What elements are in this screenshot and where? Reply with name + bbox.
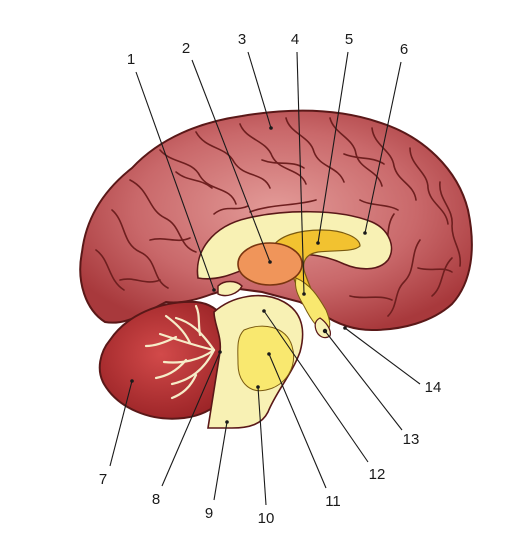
label-12: 12: [369, 466, 386, 483]
label-2: 2: [182, 40, 190, 57]
leader-dot-2: [268, 260, 272, 264]
label-5: 5: [345, 31, 353, 48]
label-10: 10: [258, 510, 275, 527]
pons: [237, 325, 294, 392]
leader-dot-12: [262, 309, 266, 313]
leader-line-11: [268, 353, 327, 489]
label-11: 11: [325, 493, 341, 510]
leader-line-4: [296, 51, 305, 295]
leader-line-1: [135, 71, 215, 291]
tectum: [217, 280, 243, 297]
label-14: 14: [425, 379, 442, 396]
leader-line-9: [213, 421, 228, 501]
leader-line-10: [257, 386, 267, 506]
leader-dot-6: [363, 231, 367, 235]
leader-line-13: [324, 330, 403, 431]
leader-line-2: [191, 59, 271, 263]
label-13: 13: [403, 431, 420, 448]
leader-dot-10: [256, 385, 260, 389]
leader-line-7: [109, 380, 133, 467]
label-1: 1: [127, 51, 135, 68]
leader-line-8: [161, 351, 221, 487]
leader-dot-1: [212, 288, 216, 292]
leader-dot-8: [218, 350, 222, 354]
leader-dot-11: [267, 352, 271, 356]
label-9: 9: [205, 505, 213, 522]
leader-dot-13: [323, 329, 327, 333]
leader-dot-4: [302, 292, 306, 296]
label-4: 4: [291, 31, 299, 48]
leader-line-6: [364, 61, 402, 234]
label-3: 3: [238, 31, 246, 48]
leader-dot-9: [225, 420, 229, 424]
label-8: 8: [152, 491, 160, 508]
label-6: 6: [400, 41, 408, 58]
leader-dot-14: [343, 326, 347, 330]
leader-line-14: [344, 327, 421, 385]
leader-dot-5: [316, 241, 320, 245]
leader-line-12: [263, 310, 369, 463]
leader-dot-3: [269, 126, 273, 130]
thalamus: [237, 242, 303, 286]
leader-line-5: [317, 51, 349, 244]
label-7: 7: [99, 471, 107, 488]
arbor-vitae: [144, 304, 216, 400]
leader-line-3: [247, 51, 272, 129]
cortex-gyri: [95, 117, 462, 317]
leader-dot-7: [130, 379, 134, 383]
